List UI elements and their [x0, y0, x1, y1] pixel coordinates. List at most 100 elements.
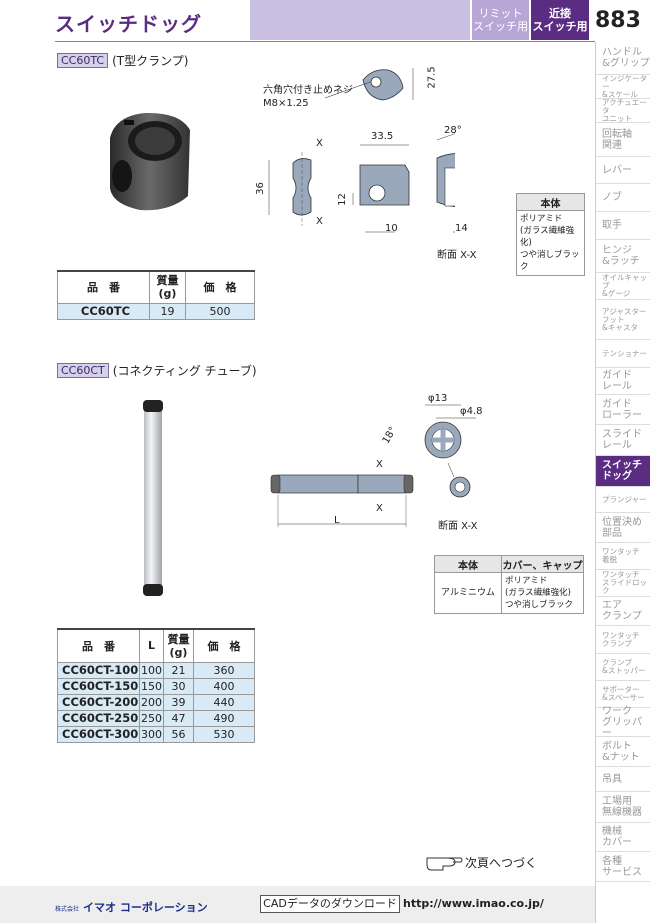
- header-band: [250, 0, 470, 40]
- sidebar-item[interactable]: ハンドル &グリップ: [596, 42, 650, 75]
- sidebar-item[interactable]: 回転軸 関連: [596, 123, 650, 157]
- company-prefix: 株式会社: [55, 906, 80, 913]
- length: 250: [139, 709, 164, 727]
- product-code-tag: CC60CT: [57, 363, 109, 378]
- sidebar-item[interactable]: クランプ &ストッパー: [596, 654, 650, 681]
- sidebar-item[interactable]: テンショナー: [596, 340, 650, 368]
- price: 400: [193, 677, 255, 695]
- sidebar-item[interactable]: プランジャー: [596, 487, 650, 513]
- dim-L: L: [334, 515, 340, 526]
- sidebar-item[interactable]: インジケーター &スケール: [596, 74, 650, 99]
- sidebar-item[interactable]: ノブ: [596, 184, 650, 212]
- col-price: 価 格: [185, 270, 255, 304]
- sidebar-item[interactable]: ワンタッチ 着脱: [596, 543, 650, 570]
- length: 200: [139, 693, 164, 711]
- category-sidebar: ハンドル &グリップインジケーター &スケールアクチュエータ ユニット回転軸 関…: [595, 42, 650, 923]
- sidebar-item[interactable]: オイルキャップ &ゲージ: [596, 273, 650, 300]
- dim-12: 12: [336, 193, 348, 206]
- tab-proximity-switch[interactable]: 近接 スイッチ用: [531, 0, 589, 40]
- length: 100: [139, 661, 164, 679]
- sidebar-item[interactable]: サポーター &スペーサー: [596, 681, 650, 708]
- sidebar-item[interactable]: ワンタッチ クランプ: [596, 626, 650, 654]
- cc60tc-spec-table: 品 番 質量 (g) 価 格 CC60TC 19 500: [57, 270, 255, 320]
- part-no: CC60CT-250: [57, 709, 140, 727]
- sidebar-item[interactable]: ガイド レール: [596, 368, 650, 395]
- col-length: L: [139, 628, 164, 663]
- weight: 30: [163, 677, 194, 695]
- section-label: 断面 X-X: [437, 250, 477, 261]
- sidebar-item[interactable]: ボルト &ナット: [596, 737, 650, 767]
- length: 150: [139, 677, 164, 695]
- section-mark-x-bottom: X: [376, 503, 383, 514]
- sidebar-item[interactable]: 吊具: [596, 767, 650, 792]
- sidebar-item[interactable]: 各種 サービス: [596, 852, 650, 882]
- sidebar-item[interactable]: 位置決め 部品: [596, 513, 650, 543]
- weight: 47: [163, 709, 194, 727]
- part-no: CC60CT-300: [57, 725, 140, 743]
- page-header: スイッチドッグ リミット スイッチ用 近接 スイッチ用 883: [0, 0, 650, 42]
- col-part-no: 品 番: [57, 628, 140, 663]
- sidebar-item[interactable]: アクチュエータ ユニット: [596, 98, 650, 123]
- sidebar-item[interactable]: スライド レール: [596, 425, 650, 456]
- part-no: CC60CT-200: [57, 693, 140, 711]
- sidebar-item[interactable]: エア クランプ: [596, 597, 650, 626]
- sidebar-item[interactable]: ワーク グリッパー: [596, 706, 650, 739]
- col-price: 価 格: [193, 628, 255, 663]
- screw-callout: 六角穴付き止めネジ M8×1.25: [263, 85, 353, 109]
- material-cover: ポリアミド (ガラス繊維強化) つや消しブラック: [501, 572, 584, 614]
- col-part-no: 品 番: [57, 270, 150, 304]
- weight: 56: [163, 725, 194, 743]
- part-no: CC60CT-150: [57, 677, 140, 695]
- dim-36: 36: [254, 182, 266, 195]
- sidebar-item[interactable]: ガイド ローラー: [596, 395, 650, 425]
- cc60tc-material-table: 本体 ポリアミド (ガラス繊維強化) つや消しブラック: [516, 193, 585, 276]
- section-label: 断面 X-X: [438, 521, 478, 532]
- part-no: CC60TC: [57, 302, 150, 320]
- dim-phi4-8: φ4.8: [460, 406, 483, 417]
- cc60tc-product-image: [110, 112, 190, 211]
- product-code-tag: CC60TC: [57, 53, 109, 68]
- next-page-label: 次頁へつづく: [465, 855, 538, 870]
- col-weight: 質量 (g): [149, 270, 186, 304]
- sidebar-item[interactable]: アジャスター フット &キャスタ: [596, 300, 650, 340]
- dim-14: 14: [455, 223, 468, 234]
- sidebar-item[interactable]: レバー: [596, 157, 650, 184]
- header-divider: [55, 41, 595, 42]
- material-body: アルミニウム: [434, 572, 502, 614]
- dim-10: 10: [385, 223, 398, 234]
- dim-phi13: φ13: [428, 393, 448, 404]
- sidebar-item[interactable]: スイッチ ドッグ: [596, 456, 650, 487]
- sidebar-item[interactable]: ヒンジ &ラッチ: [596, 240, 650, 273]
- product-name: (コネクティング チューブ): [112, 364, 257, 378]
- sidebar-item[interactable]: 取手: [596, 212, 650, 240]
- company-logo: 株式会社イマオ コーポレーション: [55, 899, 208, 915]
- next-page-note: 次頁へつづく: [425, 850, 537, 874]
- price: 440: [193, 693, 255, 711]
- dim-27-5: 27.5: [426, 66, 438, 89]
- section-tag-cc60ct: CC60CT (コネクティング チューブ): [57, 362, 257, 379]
- cc60ct-product-image: [143, 400, 163, 596]
- price: 360: [193, 661, 255, 679]
- sidebar-item[interactable]: ワンタッチ スライドロック: [596, 570, 650, 597]
- part-no: CC60CT-100: [57, 661, 140, 679]
- weight: 39: [163, 693, 194, 711]
- material-header: 本体: [516, 193, 585, 211]
- sidebar-item[interactable]: 機械 カバー: [596, 823, 650, 852]
- page-title: スイッチドッグ: [55, 12, 202, 36]
- page-number: 883: [595, 8, 641, 33]
- company-name: イマオ コーポレーション: [83, 901, 208, 914]
- page-footer: 株式会社イマオ コーポレーション CADデータのダウンロード http://ww…: [0, 886, 595, 923]
- section-mark-x-bottom: X: [316, 216, 323, 227]
- sidebar-item[interactable]: 工場用 無線機器: [596, 792, 650, 823]
- dim-angle-28: 28°: [444, 125, 462, 136]
- website-link[interactable]: http://www.imao.co.jp/: [403, 897, 544, 910]
- cad-download-button[interactable]: CADデータのダウンロード: [260, 895, 400, 913]
- price: 500: [185, 302, 255, 320]
- dim-33-5: 33.5: [371, 131, 394, 142]
- tab-limit-switch[interactable]: リミット スイッチ用: [472, 0, 529, 40]
- material-header-cover: カバー、キャップ: [501, 555, 584, 573]
